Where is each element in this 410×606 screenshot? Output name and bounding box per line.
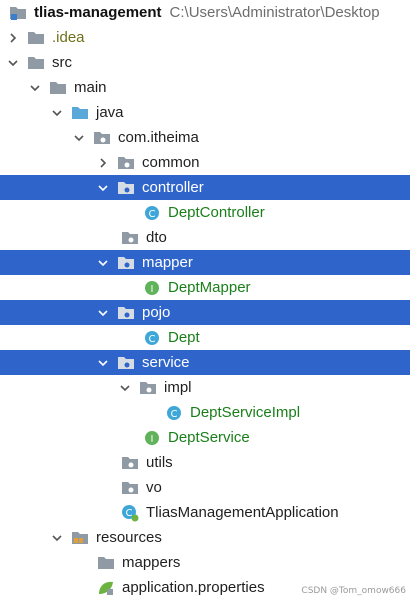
svg-text:C: C <box>171 409 178 420</box>
tree-row-deptserviceimpl[interactable]: C DeptServiceImpl <box>0 400 410 425</box>
tree-row-src[interactable]: src <box>0 50 410 75</box>
chevron-down-icon[interactable] <box>50 100 64 125</box>
tree-row-dto[interactable]: dto <box>0 225 410 250</box>
tree-row-common[interactable]: common <box>0 150 410 175</box>
tree-row-service[interactable]: service <box>0 350 410 375</box>
tree-label: com.itheima <box>118 129 199 146</box>
tree-row-mappers[interactable]: mappers <box>0 550 410 575</box>
tree-label: .idea <box>52 29 85 46</box>
tree-label: pojo <box>142 304 171 321</box>
tree-row-root[interactable]: tlias-management C:\Users\Administrator\… <box>0 0 410 25</box>
folder-icon <box>96 550 116 575</box>
tree-label: service <box>142 354 190 371</box>
tree-row-pojo[interactable]: pojo <box>0 300 410 325</box>
tree-label: mapper <box>142 254 193 271</box>
package-icon <box>116 350 136 375</box>
tree-label: DeptServiceImpl <box>190 404 301 421</box>
svg-text:I: I <box>151 284 154 295</box>
svg-text:I: I <box>151 434 154 445</box>
watermark: CSDN @Tom_omow666 <box>301 586 406 596</box>
chevron-down-icon[interactable] <box>96 300 110 325</box>
chevron-down-icon[interactable] <box>6 50 20 75</box>
tree-label: DeptMapper <box>168 279 251 296</box>
tree-row-application-properties[interactable]: application.properties <box>0 575 410 600</box>
tree-label: TliasManagementApplication <box>146 504 339 521</box>
root-path: C:\Users\Administrator\Desktop <box>169 4 380 21</box>
tree-row-deptservice[interactable]: I DeptService <box>0 425 410 450</box>
tree-row-impl[interactable]: impl <box>0 375 410 400</box>
chevron-down-icon[interactable] <box>96 175 110 200</box>
chevron-right-icon[interactable] <box>6 25 20 50</box>
tree-row-utils[interactable]: utils <box>0 450 410 475</box>
svg-text:C: C <box>149 334 156 345</box>
tree-row-mapper[interactable]: mapper <box>0 250 410 275</box>
svg-text:C: C <box>149 209 156 220</box>
tree-row-com-itheima[interactable]: com.itheima <box>0 125 410 150</box>
spring-properties-icon <box>96 575 116 600</box>
interface-icon: I <box>142 425 162 450</box>
tree-row-deptmapper[interactable]: I DeptMapper <box>0 275 410 300</box>
folder-icon <box>26 25 46 50</box>
class-icon: C <box>142 325 162 350</box>
tree-row-dept[interactable]: C Dept <box>0 325 410 350</box>
tree-row-resources[interactable]: resources <box>0 525 410 550</box>
tree-label: dto <box>146 229 167 246</box>
tree-row-vo[interactable]: vo <box>0 475 410 500</box>
tree-label: main <box>74 79 107 96</box>
chevron-down-icon[interactable] <box>28 75 42 100</box>
tree-label: src <box>52 54 72 71</box>
package-icon <box>138 375 158 400</box>
package-icon <box>116 300 136 325</box>
package-icon <box>116 250 136 275</box>
module-folder-icon <box>8 0 28 25</box>
folder-icon <box>48 75 68 100</box>
tree-label: DeptService <box>168 429 250 446</box>
package-icon <box>92 125 112 150</box>
tree-row-idea[interactable]: .idea <box>0 25 410 50</box>
package-icon <box>120 475 140 500</box>
package-icon <box>116 175 136 200</box>
chevron-down-icon[interactable] <box>118 375 132 400</box>
tree-label: utils <box>146 454 173 471</box>
chevron-down-icon[interactable] <box>96 350 110 375</box>
tree-label: mappers <box>122 554 181 571</box>
tree-row-tliasmanagementapplication[interactable]: C TliasManagementApplication <box>0 500 410 525</box>
chevron-down-icon[interactable] <box>50 525 64 550</box>
chevron-right-icon[interactable] <box>96 150 110 175</box>
tree-row-java[interactable]: java <box>0 100 410 125</box>
tree-label: Dept <box>168 329 200 346</box>
root-label: tlias-management <box>34 4 162 21</box>
package-icon <box>116 150 136 175</box>
tree-label: controller <box>142 179 204 196</box>
tree-label: vo <box>146 479 162 496</box>
tree-label: common <box>142 154 200 171</box>
tree-label: DeptController <box>168 204 265 221</box>
tree-label: application.properties <box>122 579 265 596</box>
tree-label: java <box>96 104 124 121</box>
chevron-down-icon[interactable] <box>96 250 110 275</box>
tree-label: impl <box>164 379 192 396</box>
resources-folder-icon <box>70 525 90 550</box>
tree-row-deptcontroller[interactable]: C DeptController <box>0 200 410 225</box>
package-icon <box>120 225 140 250</box>
class-icon: C <box>164 400 184 425</box>
svg-text:C: C <box>126 508 133 519</box>
interface-icon: I <box>142 275 162 300</box>
spring-boot-class-icon: C <box>120 500 140 525</box>
package-icon <box>120 450 140 475</box>
tree-row-controller[interactable]: controller <box>0 175 410 200</box>
chevron-down-icon[interactable] <box>72 125 86 150</box>
class-icon: C <box>142 200 162 225</box>
tree-row-main[interactable]: main <box>0 75 410 100</box>
folder-icon <box>26 50 46 75</box>
tree-label: resources <box>96 529 162 546</box>
source-root-folder-icon <box>70 100 90 125</box>
